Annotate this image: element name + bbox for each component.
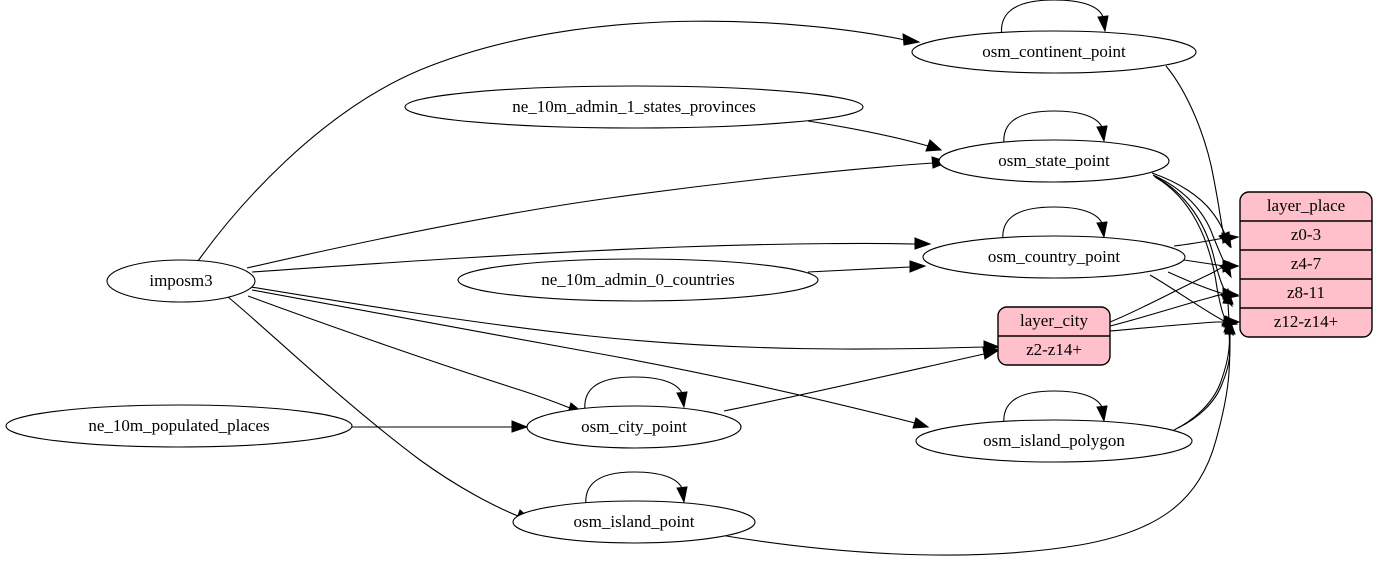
node-ne-10m-populated-places-shape[interactable]	[5, 404, 353, 448]
node-osm-state-point-label: osm_state_point	[998, 151, 1110, 170]
edge-layer-city-to-layer-place-z8-11	[1109, 287, 1240, 327]
edge-self-loop-osm-city-point	[584, 376, 688, 418]
node-osm-island-point-label: osm_island_point	[574, 512, 695, 531]
node-imposm3-shape[interactable]	[106, 259, 256, 303]
node-osm-continent-point-label: osm_continent_point	[982, 42, 1126, 61]
record-layer-place-row-z8-11[interactable]: z8-11	[1287, 283, 1325, 302]
record-layer: layer_place z0-3 z4-7 z8-11 z12-z14+ lay…	[997, 191, 1373, 366]
edge-self-loop-osm-state-point	[1003, 110, 1108, 152]
node-osm-island-point-shape[interactable]	[512, 500, 756, 544]
edge-imposm3-to-osm-city-point	[247, 295, 585, 414]
edge-layer-city-to-layer-place-z4-7	[1109, 260, 1240, 323]
edge-imposm3-to-osm-island-polygon	[251, 289, 930, 429]
edge-osm-continent-point-to-layer-place-z0-3	[1165, 65, 1231, 249]
record-layer-place-title: layer_place	[1267, 196, 1345, 215]
edge-osm-country-point-to-layer-place-z0-3	[1173, 232, 1240, 247]
record-layer-place[interactable]: layer_place z0-3 z4-7 z8-11 z12-z14+	[1239, 191, 1373, 338]
record-layer-city-row-z2-z14[interactable]: z2-z14+	[1026, 340, 1082, 359]
node-osm-country-point-shape[interactable]	[922, 235, 1186, 279]
edge-imposm3-to-osm-continent-point	[197, 20, 921, 262]
node-ne-10m-populated-places[interactable]: ne_10m_populated_places	[5, 404, 353, 448]
edge-self-loop-osm-country-point	[1002, 206, 1108, 248]
node-ne-10m-admin-1-states-provinces-shape[interactable]	[404, 85, 864, 129]
node-osm-island-polygon[interactable]: osm_island_polygon	[915, 419, 1193, 463]
record-layer-place-row-z12-z14[interactable]: z12-z14+	[1274, 312, 1338, 331]
node-layer: imposm3 ne_10m_populated_places ne_10m_a…	[5, 30, 1197, 544]
node-osm-state-point[interactable]: osm_state_point	[938, 139, 1170, 183]
node-imposm3[interactable]: imposm3	[106, 259, 256, 303]
node-osm-island-polygon-label: osm_island_polygon	[983, 431, 1125, 450]
node-osm-island-point[interactable]: osm_island_point	[512, 500, 756, 544]
node-imposm3-label: imposm3	[149, 271, 212, 290]
node-ne-10m-admin-1-states-provinces-label: ne_10m_admin_1_states_provinces	[512, 97, 756, 116]
node-ne-10m-admin-0-countries[interactable]: ne_10m_admin_0_countries	[457, 258, 819, 302]
edge-osm-island-point-to-layer-place-z12-z14	[713, 318, 1236, 556]
record-layer-place-row-z0-3[interactable]: z0-3	[1291, 225, 1321, 244]
node-osm-continent-point[interactable]: osm_continent_point	[911, 30, 1197, 74]
edge-osm-state-point-to-layer-place-z8-11	[1153, 175, 1233, 308]
edge-imposm3-to-osm-country-point	[251, 237, 932, 273]
edge-osm-city-point-to-layer-city	[723, 347, 1001, 412]
record-layer-place-box[interactable]	[1239, 191, 1373, 338]
record-layer-city[interactable]: layer_city z2-z14+	[997, 306, 1111, 366]
node-osm-city-point-shape[interactable]	[526, 405, 742, 449]
record-layer-place-row-z4-7[interactable]: z4-7	[1291, 254, 1322, 273]
edge-ne-admin0-to-osm-country-point	[807, 260, 927, 273]
node-osm-city-point-label: osm_city_point	[581, 417, 687, 436]
node-osm-country-point[interactable]: osm_country_point	[922, 235, 1186, 279]
edge-imposm3-to-osm-state-point	[246, 156, 950, 269]
edge-self-loop-osm-continent-point	[1001, 0, 1109, 43]
edge-self-loop-osm-island-polygon	[1003, 390, 1108, 432]
edge-ne-admin1-to-osm-state-point	[807, 120, 943, 152]
node-ne-10m-admin-0-countries-shape[interactable]	[457, 258, 819, 302]
record-layer-city-title: layer_city	[1020, 311, 1088, 330]
edge-self-loop-osm-island-point	[585, 471, 688, 513]
node-osm-continent-point-shape[interactable]	[911, 30, 1197, 74]
node-ne-10m-populated-places-label: ne_10m_populated_places	[88, 416, 269, 435]
node-osm-state-point-shape[interactable]	[938, 139, 1170, 183]
node-osm-city-point[interactable]: osm_city_point	[526, 405, 742, 449]
node-ne-10m-admin-1-states-provinces[interactable]: ne_10m_admin_1_states_provinces	[404, 85, 864, 129]
node-osm-country-point-label: osm_country_point	[988, 247, 1120, 266]
node-osm-island-polygon-shape[interactable]	[915, 419, 1193, 463]
node-ne-10m-admin-0-countries-label: ne_10m_admin_0_countries	[541, 270, 735, 289]
edge-ne-populated-to-osm-city-point	[352, 420, 529, 433]
